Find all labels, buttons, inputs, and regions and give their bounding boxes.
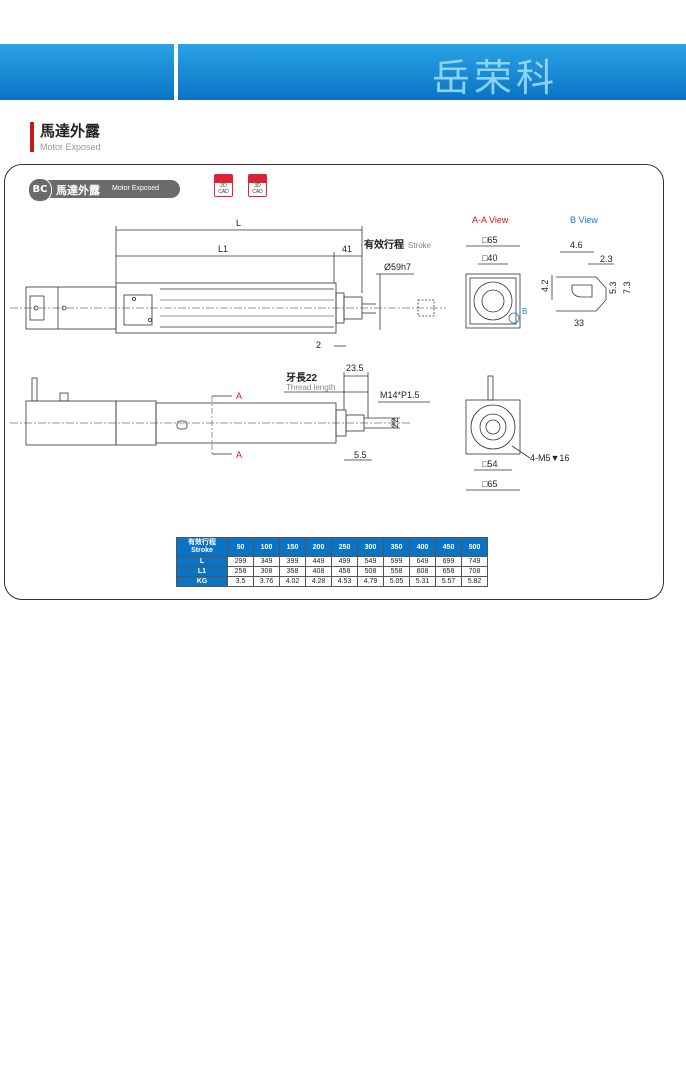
table-cell: 4.02 [279,576,306,587]
cad-3d-label-sub: CAD [252,189,263,195]
dim-4-6: 4.6 [570,240,583,250]
row-label: KG [176,576,228,587]
table-cell: 408 [305,566,332,577]
dim-phi: Ø59h7 [384,262,411,272]
stroke-header: 300 [357,537,384,557]
table-cell: 608 [409,566,436,577]
dim-sq65-top: □65 [482,235,497,245]
dim-7-3: 7.3 [622,281,632,294]
thread-label-en: Thread length [286,383,335,392]
stroke-header: 250 [331,537,358,557]
dim-L: L [236,218,241,228]
technical-drawing: L L1 41 有效行程 Stroke Ø59h7 2 23.5 牙長22 Th… [10,215,632,491]
dim-m14: M14*P1.5 [380,390,420,400]
table-cell: 499 [331,556,358,567]
table-row: L 299 349 399 449 499 549 599 649 699 74… [176,556,488,567]
table-cell: 708 [461,566,488,577]
table-row: L1 258 308 358 408 458 508 558 608 658 7… [176,566,488,577]
model-badge: BC 馬達外露 Motor Exposed [28,178,180,202]
dim-sq40: □40 [482,253,497,263]
table-cell: 449 [305,556,332,567]
table-cell: 699 [435,556,462,567]
dim-2: 2 [316,340,321,350]
stroke-header: 500 [461,537,488,557]
table-cell: 399 [279,556,306,567]
stroke-header: 350 [383,537,410,557]
stroke-header: 50 [227,537,254,557]
aa-view-label: A-A View [472,215,509,225]
section-subtitle: Motor Exposed [40,142,101,152]
table-cell: 549 [357,556,384,567]
table-cell: 358 [279,566,306,577]
dim-L1: L1 [218,244,228,254]
table-cell: 5.31 [409,576,436,587]
dim-5-3: 5.3 [608,281,618,294]
section-mark-a-top: A [236,391,242,401]
table-cell: 5.05 [383,576,410,587]
table-cell: 3.76 [253,576,280,587]
stroke-header: 100 [253,537,280,557]
section-mark-a-bottom: A [236,450,242,460]
dim-22: 22 [390,418,400,428]
stroke-label-cn: 有效行程 [364,238,404,251]
table-cell: 299 [227,556,254,567]
cad-2d-label: 2D [220,183,227,189]
table-cell: 458 [331,566,358,577]
table-cell: 658 [435,566,462,577]
table-cell: 5.82 [461,576,488,587]
table-cell: 599 [383,556,410,567]
table-cell: 3.5 [227,576,254,587]
stroke-header: 150 [279,537,306,557]
badge-subtitle: Motor Exposed [112,185,160,192]
table-cell: 508 [357,566,384,577]
dim-sq65-bottom: □65 [482,479,497,489]
dim-5-5: 5.5 [354,450,367,460]
b-view-label: B View [570,215,598,225]
section-accent-bar [30,122,34,152]
dim-41: 41 [342,244,352,254]
motor-flange-top [123,294,153,326]
thread-label-cn: 牙長22 [286,372,318,384]
table-cell: 4.79 [357,576,384,587]
badge-code: BC [28,178,52,202]
cad-3d-label: 3D [254,183,261,189]
table-cell: 4.53 [331,576,358,587]
table-cell: 749 [461,556,488,567]
table-cell: 4.28 [305,576,332,587]
dim-m5: 4-M5▼16 [530,453,569,463]
header-banner: 岳荣科 [0,44,686,100]
stroke-header: 400 [409,537,436,557]
row-label: L [176,556,228,567]
table-cell: 5.57 [435,576,462,587]
stroke-header: 200 [305,537,332,557]
badge-title: 馬達外露 [56,184,100,197]
stroke-label-en: Stroke [408,241,432,250]
banner-right-block [178,44,686,100]
table-cell: 649 [409,556,436,567]
drawing-panel [4,164,664,600]
table-cell: 558 [383,566,410,577]
dim-33: 33 [574,318,584,328]
cad-2d-label-sub: CAD [218,189,229,195]
section-title: 馬達外露 [40,122,101,140]
brand-logo: 岳荣科 [432,56,559,100]
table-cell: 349 [253,556,280,567]
dim-sq54: □54 [482,459,497,469]
row-label: L1 [176,566,228,577]
banner-left-block [0,44,174,100]
table-cell: 308 [253,566,280,577]
dim-4-2: 4.2 [540,279,550,292]
table-row: KG 3.5 3.76 4.02 4.28 4.53 4.79 5.05 5.3… [176,576,488,587]
dim-2-3: 2.3 [600,254,613,264]
dim-23-5: 23.5 [346,363,364,373]
table-cell: 258 [227,566,254,577]
detail-b-mark: B [522,307,527,316]
stroke-header: 450 [435,537,462,557]
